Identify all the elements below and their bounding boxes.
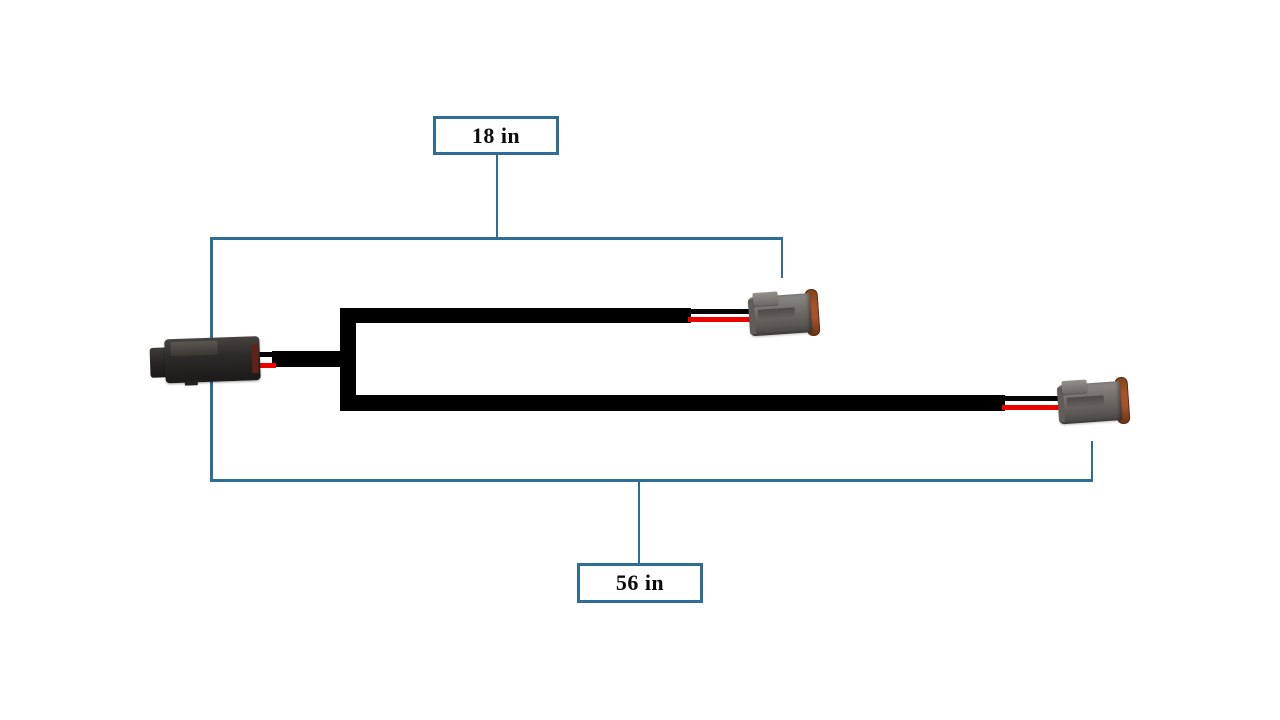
connector-receptacle-branch-bottom (1056, 376, 1131, 427)
wire-black-branch-bottom (1002, 396, 1062, 401)
plug-rear-seal (251, 344, 259, 374)
dim-bracket-bottom-right-vertical (1090, 441, 1093, 481)
dim-label-18-leader-line (495, 154, 498, 238)
cable-branch-bottom (340, 395, 1005, 411)
receptacle-wedge-lock (1061, 379, 1088, 395)
dimension-label-box-56in: 56 in (577, 563, 703, 603)
dim-bracket-bottom-horizontal (210, 479, 1093, 482)
wire-red-branch-top (688, 317, 756, 322)
wire-red-input (254, 363, 276, 368)
wire-black-input (254, 352, 276, 357)
connector-receptacle-branch-top (747, 288, 821, 339)
plug-latch (170, 340, 218, 357)
cable-stem (272, 351, 342, 367)
dim-bracket-top-horizontal (210, 237, 783, 240)
receptacle-wedge-lock (752, 291, 779, 307)
plug-bottom-tab (184, 380, 198, 386)
dim-bracket-top-right-vertical (780, 237, 783, 278)
wire-red-branch-bottom (1002, 405, 1065, 410)
connector-plug-input (149, 335, 261, 386)
dimension-label-box-18in: 18 in (433, 116, 559, 155)
wire-black-branch-top (688, 309, 754, 314)
dim-label-56-leader-line (637, 480, 640, 564)
dimension-label-18in-text: 18 in (471, 122, 521, 148)
cable-branch-top (340, 308, 691, 323)
cable-split-bar (340, 308, 356, 411)
dimension-label-56in-text: 56 in (615, 570, 665, 595)
